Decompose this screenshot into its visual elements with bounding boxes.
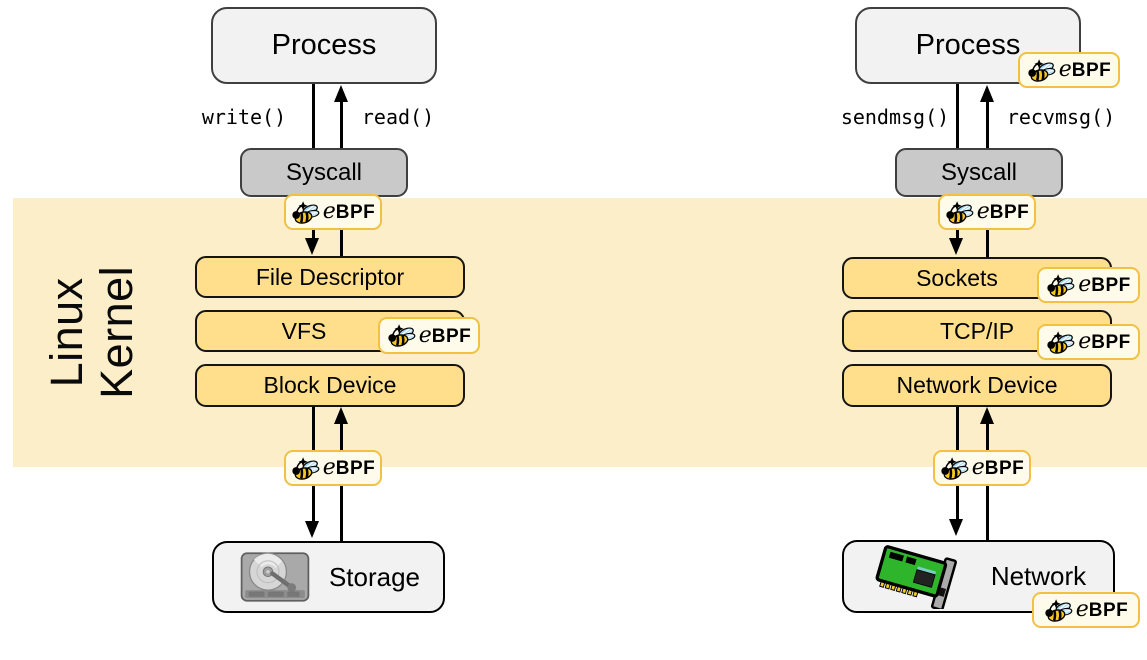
kernel-band-label: Linux Kernel [14,198,172,467]
arrowhead-left-to-blockdevice-up [334,407,348,424]
recvmsg-call-label: recvmsg() [1006,105,1116,129]
block-device-label: Block Device [263,372,397,398]
hard-disk-icon [237,548,313,606]
process-box-right: Process [855,7,1081,84]
ebpf-bee-icon [387,323,417,348]
arrowhead-right-syscall-to-process-up [980,85,994,102]
file-descriptor-box: File Descriptor [195,256,465,298]
arrow-right-process-to-syscall-down [956,84,959,148]
syscall-box-right: Syscall [895,148,1063,197]
vfs-label: VFS [281,317,327,344]
read-call-label: read() [361,105,435,129]
arrow-left-syscall-to-process-up [340,101,343,148]
ebpf-bee-icon [945,200,975,225]
syscall-label-right: Syscall [940,158,1018,186]
process-label-right: Process [915,29,1021,61]
write-call-label: write() [201,105,287,129]
arrowhead-left-syscall-to-fd-down [305,238,319,255]
arrow-right-syscall-to-process-up [986,101,989,148]
block-device-box: Block Device [195,364,465,407]
arrowhead-right-to-netdevice-up [980,407,994,424]
kernel-label-line2: Kernel [91,265,143,400]
process-label-left: Process [271,29,377,61]
sendmsg-call-label: sendmsg() [840,105,950,129]
ebpf-bee-icon [291,456,321,481]
arrowhead-left-to-storage-down [305,521,319,538]
arrowhead-right-syscall-to-sockets-down [949,238,963,255]
arrowhead-right-to-network-down [949,519,963,536]
syscall-label-left: Syscall [285,158,363,186]
storage-box: Storage [212,541,445,613]
kernel-label-line1: Linux [41,277,93,388]
sockets-label: Sockets [916,264,998,291]
network-device-label: Network Device [896,372,1058,398]
network-label: Network [990,561,1087,591]
arrowhead-left-syscall-to-process-up [334,85,348,102]
ebpf-bee-icon [1044,598,1074,623]
network-card-icon [871,545,975,609]
file-descriptor-label: File Descriptor [255,263,405,290]
process-box-left: Process [211,7,437,84]
ebpf-bee-icon [1027,58,1057,83]
tcpip-label: TCP/IP [939,317,1015,344]
arrow-left-process-to-syscall-down [312,84,315,148]
network-device-box: Network Device [842,364,1112,407]
ebpf-bee-icon [1046,273,1076,298]
ebpf-bee-icon [291,200,321,225]
storage-label: Storage [328,561,421,592]
ebpf-bee-icon [940,456,970,481]
ebpf-bee-icon [1046,330,1076,355]
syscall-box-left: Syscall [240,148,408,197]
